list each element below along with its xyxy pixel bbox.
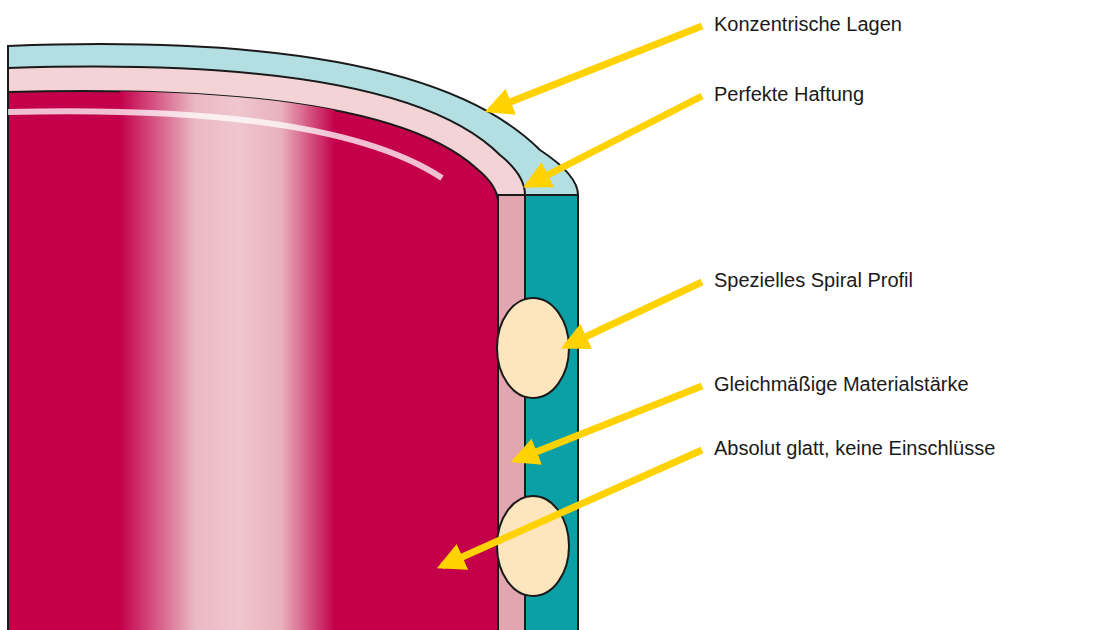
callout-label: Gleichmäßige Materialstärke [712, 372, 971, 396]
callout-label: Perfekte Haftung [712, 82, 866, 106]
callout-label: Konzentrische Lagen [712, 12, 904, 36]
leader-arrow [442, 450, 702, 566]
callout-label: Absolut glatt, keine Einschlüsse [712, 436, 997, 460]
tube-highlight [120, 60, 335, 630]
leader-arrow [528, 96, 702, 185]
callout-label: Spezielles Spiral Profil [712, 268, 915, 292]
leader-arrow [490, 26, 702, 110]
leader-arrow [516, 386, 702, 460]
leader-arrow [566, 282, 702, 346]
spiral-profile [497, 298, 569, 398]
rim-highlight [8, 111, 442, 178]
